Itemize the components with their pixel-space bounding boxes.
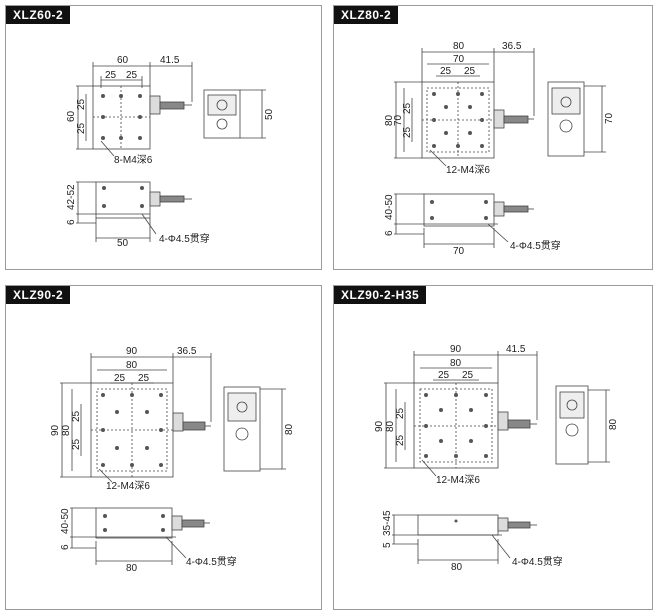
dim-front-width: 70 — [453, 246, 465, 257]
hole-note: 12-M4深6 — [446, 164, 490, 176]
drawing-xlz60-2: 60 41.5 25 25 60 25 25 8-M4深6 50 42-52 6… — [66, 55, 275, 249]
dim-spacing-h: 25 — [438, 370, 450, 381]
dim-front-base: 6 — [66, 219, 77, 225]
dim-front-base: 6 — [60, 544, 71, 550]
dim-offset: 41.5 — [160, 55, 180, 66]
dim-spacing-v2: 25 — [71, 438, 82, 450]
dim-inner: 80 — [450, 358, 462, 369]
dim-spacing-v: 25 — [71, 410, 82, 422]
micrometer-head — [159, 101, 185, 110]
dim-spacing-h2: 25 — [464, 66, 476, 77]
dim-height: 60 — [66, 110, 77, 122]
dim-side-height: 70 — [604, 112, 615, 124]
dim-front-base: 5 — [382, 542, 393, 548]
leader-hole-note — [100, 140, 115, 157]
drawing-xlz90-2: 90 36.5 80 25 25 90 80 25 25 12-M4深6 80 … — [50, 346, 295, 574]
hole-note: 12-M4深6 — [436, 474, 480, 486]
through-note: 4-Φ4.5贯穿 — [512, 555, 563, 568]
dim-height: 90 — [50, 424, 61, 436]
dim-inner-v: 80 — [61, 424, 72, 436]
hole-note: 12-M4深6 — [106, 480, 150, 492]
dim-front-width: 80 — [126, 563, 138, 574]
side-view-body — [203, 89, 241, 139]
panel-xlz60-2: XLZ60-2 — [5, 5, 322, 270]
dim-front-width: 50 — [117, 238, 129, 249]
dim-spacing-h: 25 — [440, 66, 452, 77]
dim-offset: 41.5 — [506, 344, 526, 355]
dim-front-height: 42-52 — [66, 184, 77, 210]
micrometer-mount — [149, 95, 161, 115]
dim-spacing-v: 25 — [402, 102, 413, 114]
dim-spacing-h2: 25 — [126, 70, 138, 81]
dim-spacing-h: 25 — [114, 373, 126, 384]
dim-height: 90 — [374, 420, 385, 432]
dim-inner-v: 80 — [385, 420, 396, 432]
dim-height: 80 — [384, 114, 395, 126]
panel-title: XLZ80-2 — [334, 6, 399, 24]
dim-inner: 70 — [453, 54, 465, 65]
dim-spacing-v: 25 — [76, 98, 87, 110]
dim-width: 80 — [453, 41, 465, 52]
top-view-plate — [92, 85, 151, 150]
dim-width: 90 — [450, 344, 462, 355]
drawing-xlz80-2: 80 36.5 70 25 25 80 70 25 25 12-M4深6 70 … — [384, 41, 615, 257]
panel-title: XLZ60-2 — [6, 6, 71, 24]
dim-spacing-v2: 25 — [402, 126, 413, 138]
dim-spacing-v2: 25 — [76, 122, 87, 134]
panel-xlz90-2: XLZ90-2 — [5, 285, 322, 610]
panel-xlz90-2-h35: XLZ90-2-H35 — [333, 285, 653, 610]
dim-side-height: 80 — [608, 418, 619, 430]
dim-inner-v: 70 — [393, 114, 404, 126]
dim-offset: 36.5 — [177, 346, 197, 357]
dim-front-height: 40-50 — [384, 194, 395, 220]
dim-side-height: 50 — [264, 108, 275, 120]
dim-spacing-v2: 25 — [395, 434, 406, 446]
through-note: 4-Φ4.5贯穿 — [159, 232, 210, 245]
dim-spacing-v: 25 — [395, 407, 406, 419]
dim-front-height: 40-50 — [60, 508, 71, 534]
dim-spacing-h2: 25 — [138, 373, 150, 384]
drawing-xlz90-2-h35: 90 41.5 80 25 25 90 80 25 25 12-M4深6 80 … — [374, 344, 619, 573]
dim-front-base: 6 — [384, 230, 395, 236]
dim-spacing-h: 25 — [105, 70, 117, 81]
panel-title: XLZ90-2-H35 — [334, 286, 427, 304]
dim-spacing-h2: 25 — [462, 370, 474, 381]
dim-width: 90 — [126, 346, 138, 357]
dim-inner: 80 — [126, 360, 138, 371]
dim-offset: 36.5 — [502, 41, 522, 52]
dim-front-height: 35-45 — [382, 510, 393, 536]
dim-front-width: 80 — [451, 562, 463, 573]
dim-width: 60 — [117, 55, 129, 66]
leader-through-note — [141, 213, 157, 235]
mounting-holes — [101, 94, 144, 208]
through-note: 4-Φ4.5贯穿 — [510, 239, 561, 252]
panel-xlz80-2: XLZ80-2 — [333, 5, 653, 270]
panel-title: XLZ90-2 — [6, 286, 71, 304]
through-note: 4-Φ4.5贯穿 — [186, 555, 237, 568]
dim-side-height: 80 — [284, 423, 295, 435]
hole-note: 8-M4深6 — [114, 154, 153, 166]
